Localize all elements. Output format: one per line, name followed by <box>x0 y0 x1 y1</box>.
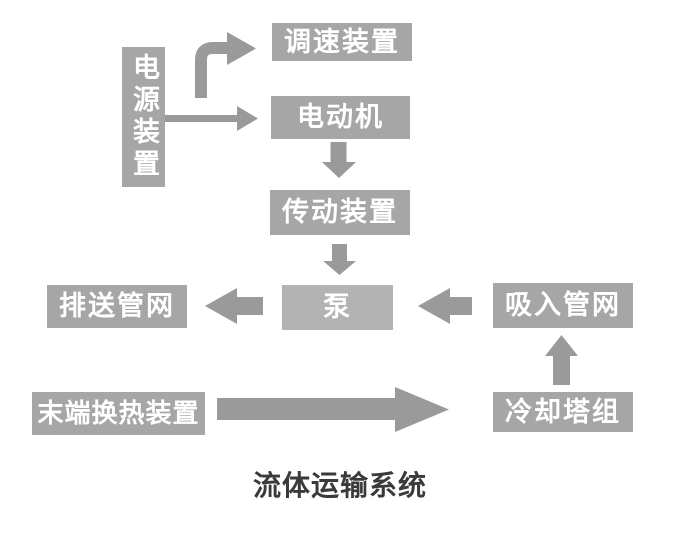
suction-to-pump-arrow <box>418 288 472 324</box>
motor-to-transmission-arrow <box>322 142 356 178</box>
power-to-motor-arrow <box>165 106 258 131</box>
transmission-to-pump-arrow <box>323 244 356 275</box>
node-power-supply: 电源装置 <box>122 47 165 187</box>
node-pump: 泵 <box>282 285 393 330</box>
node-speed-control: 调速装置 <box>272 23 412 61</box>
node-terminal-heat-exchanger: 末端换热装置 <box>32 392 205 435</box>
node-suction-network: 吸入管网 <box>493 283 633 328</box>
diagram-title: 流体运输系统 <box>252 471 427 502</box>
node-cooling-tower: 冷却塔组 <box>493 392 633 432</box>
node-transmission: 传动装置 <box>270 190 410 235</box>
node-motor: 电动机 <box>271 96 410 139</box>
cooling-tower-to-suction-arrow <box>545 335 578 385</box>
terminal-to-cooling-tower-arrow <box>217 387 449 432</box>
power-to-speed-control-arrow <box>195 32 256 98</box>
node-discharge-network: 排送管网 <box>47 285 187 328</box>
pump-to-discharge-arrow <box>205 288 263 324</box>
